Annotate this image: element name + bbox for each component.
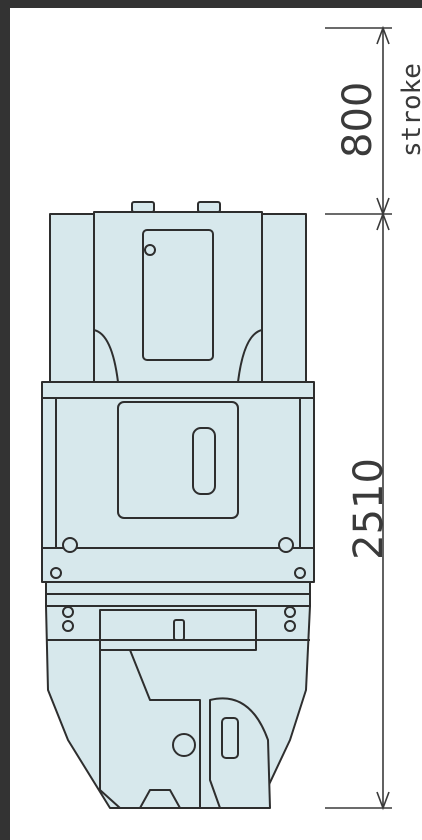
center-pin	[173, 619, 185, 641]
upper-housing-arm-left	[93, 329, 119, 383]
jaw-left	[99, 649, 201, 809]
upper-cylinder-right	[257, 213, 307, 383]
center-cover	[117, 401, 239, 519]
body-bolt-left-upper	[62, 537, 78, 553]
jaw-tip	[139, 789, 181, 809]
center-slot	[192, 427, 216, 495]
upper-cylinder-left	[49, 213, 99, 383]
stroke-dimension-label: stroke	[397, 63, 422, 157]
body-bolt-right-lower	[294, 567, 306, 579]
jaw-plate	[221, 717, 239, 759]
lower-bolt-right-a	[284, 606, 296, 618]
jaw-pivot	[172, 733, 196, 757]
upper-window-bolt	[144, 244, 156, 256]
arrow-top-height	[376, 211, 390, 231]
lower-bolt-left-b	[62, 620, 74, 632]
height-dimension-value: 2510	[346, 458, 392, 560]
upper-window	[142, 229, 214, 361]
body-bolt-left-lower	[50, 567, 62, 579]
top-bolt-right	[197, 201, 221, 213]
lower-block	[99, 609, 257, 651]
top-bolt-left	[131, 201, 155, 213]
upper-housing-arm-right	[237, 329, 263, 383]
lower-bolt-left-a	[62, 606, 74, 618]
body-bolt-right-upper	[278, 537, 294, 553]
arrow-top-stroke	[376, 25, 390, 45]
arrow-bottom-height	[376, 791, 390, 811]
lower-bolt-right-b	[284, 620, 296, 632]
stroke-dimension-value: 800	[335, 81, 381, 158]
